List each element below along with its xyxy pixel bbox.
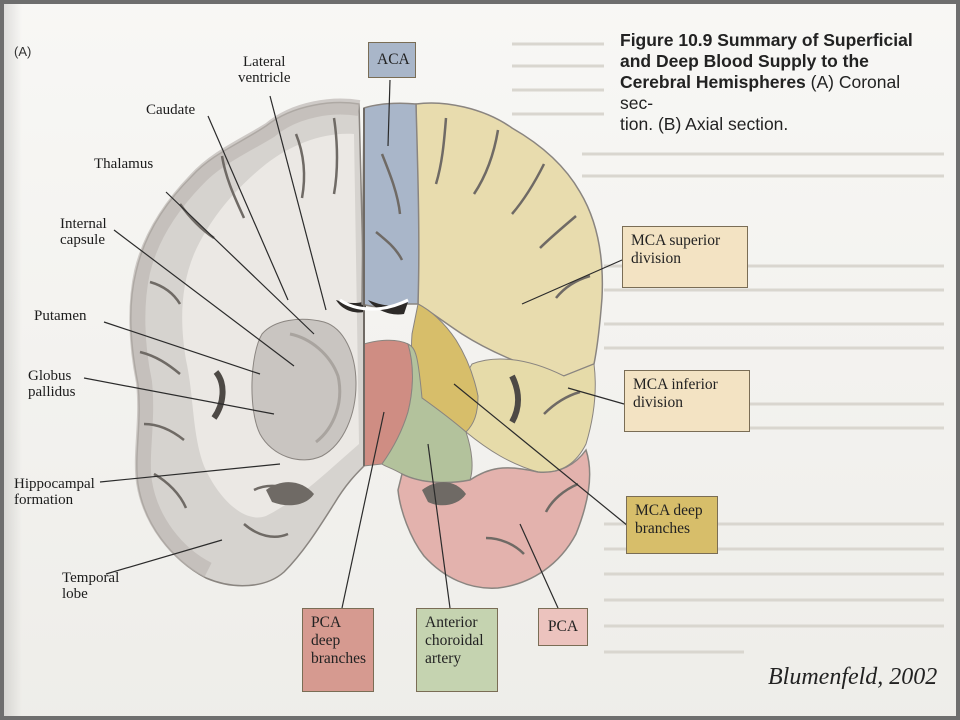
label-caudate: Caudate — [146, 102, 196, 118]
box-mca-inferior-line2: division — [633, 394, 683, 411]
label-internal-capsule: Internal capsule — [60, 216, 107, 248]
slide-frame: (A) Figure 10.9 Summary of Superficial a… — [4, 4, 956, 716]
box-mca-superior-line1: MCA superior — [631, 232, 721, 249]
box-mca-inferior: MCA inferior division — [624, 370, 750, 432]
box-mca-superior: MCA superior division — [622, 226, 748, 288]
label-putamen: Putamen — [34, 308, 87, 324]
box-pca-deep-line2: deep — [311, 632, 341, 649]
caption-sub: (A) Coronal sec- — [620, 72, 901, 113]
credit-text: Blumenfeld, 2002 — [768, 664, 938, 690]
box-pca-deep-line3: branches — [311, 650, 367, 667]
label-internal-capsule-line2: capsule — [60, 232, 105, 248]
label-thalamus: Thalamus — [94, 156, 154, 172]
region-aca — [361, 102, 420, 308]
brain-diagram — [83, 42, 944, 654]
label-hippocampal-formation: Hippocampal formation — [14, 476, 95, 508]
label-temporal-lobe: Temporal lobe — [62, 570, 119, 602]
leader-lines — [83, 79, 629, 609]
box-pca: PCA — [538, 608, 588, 646]
box-aca: ACA — [368, 42, 416, 78]
box-mca-deep: MCA deep branches — [626, 496, 718, 554]
panel-tag: (A) — [14, 44, 32, 59]
box-anterior-choroidal-line2: choroidal — [425, 632, 484, 649]
region-mca-superior — [415, 102, 604, 377]
label-hippocampal-line2: formation — [14, 492, 74, 508]
box-mca-superior-line2: division — [631, 250, 681, 267]
label-hippocampal-line1: Hippocampal — [14, 476, 95, 492]
caption-line-1: Figure 10.9 Summary of Superficial — [620, 30, 913, 50]
label-globus-pallidus-line2: pallidus — [28, 384, 76, 400]
label-globus-pallidus: Globus pallidus — [28, 368, 76, 400]
box-mca-inferior-line1: MCA inferior — [633, 376, 718, 393]
box-pca-deep: PCA deep branches — [302, 608, 374, 692]
caption-line-2: and Deep Blood Supply to the — [620, 51, 869, 71]
box-anterior-choroidal-line1: Anterior — [425, 614, 478, 631]
label-temporal-line1: Temporal — [62, 570, 120, 586]
label-lateral-ventricle: Lateral ventricle — [238, 54, 290, 86]
label-lateral-ventricle-line2: ventricle — [238, 70, 291, 86]
region-mca-inferior — [453, 358, 596, 473]
box-mca-deep-line1: MCA deep — [635, 502, 703, 519]
figure-caption: Figure 10.9 Summary of Superficial and D… — [620, 30, 920, 135]
caption-bold: Cerebral Hemispheres — [620, 72, 806, 92]
left-sulci — [139, 117, 339, 538]
caption-line-3: Cerebral Hemispheres (A) Coronal sec- — [620, 72, 920, 114]
box-mca-deep-line2: branches — [635, 520, 691, 537]
box-pca-deep-line1: PCA — [311, 614, 342, 631]
label-temporal-line2: lobe — [62, 586, 88, 602]
label-lateral-ventricle-line1: Lateral — [243, 54, 286, 70]
caption-line-4: tion. (B) Axial section. — [620, 114, 789, 134]
box-anterior-choroidal-line3: artery — [425, 650, 462, 667]
right-sulci — [375, 117, 591, 555]
box-anterior-choroidal: Anterior choroidal artery — [416, 608, 498, 692]
label-globus-pallidus-line1: Globus — [28, 368, 72, 384]
background-text-lines — [512, 42, 944, 654]
label-internal-capsule-line1: Internal — [60, 216, 107, 232]
